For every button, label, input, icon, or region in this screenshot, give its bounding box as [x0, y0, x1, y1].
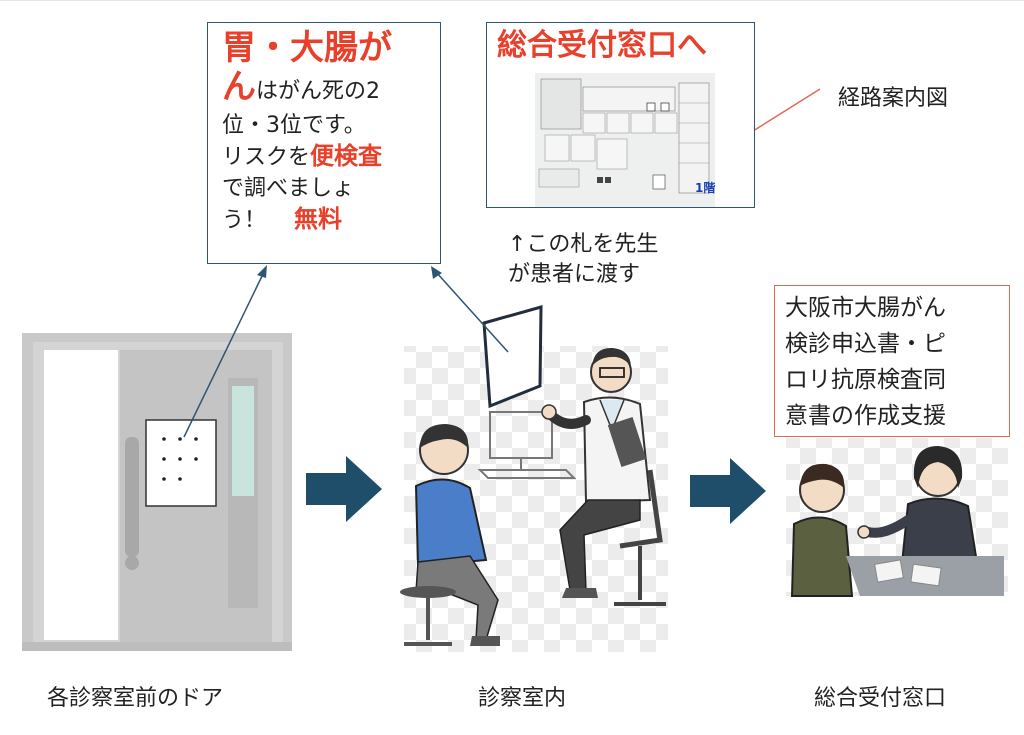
notice-text: う！: [222, 208, 267, 233]
support-line: ロリ抗原検査同: [785, 367, 946, 393]
exam-room-label: 診察室内: [478, 686, 567, 711]
notice-line: 位・3位です。: [222, 113, 366, 138]
application-support-box: 大阪市大腸がん 検診申込書・ピ ロリ抗原検査同 意書の作成支援: [774, 285, 1010, 437]
notice-text: リスクを: [222, 145, 311, 170]
handover-card: [482, 305, 543, 409]
notice-line: う！ 無料: [222, 204, 440, 236]
route-guide-card: 総合受付窓口へ 1階: [486, 22, 755, 208]
support-line: 意書の作成支援: [785, 403, 946, 429]
handover-caption-line: ↑この札を先生: [508, 232, 659, 257]
notice-line: で調べましょ: [222, 176, 355, 201]
notice-line: んはがん死の2: [222, 69, 440, 110]
route-title: 総合受付窓口へ: [497, 28, 707, 63]
notice-heading: 胃・大腸が: [222, 28, 392, 68]
notice-text: はがん死の2: [256, 79, 380, 104]
support-line: 検診申込書・ピ: [785, 331, 946, 357]
door-illustration: [22, 333, 292, 651]
reception-illustration: [786, 438, 1008, 597]
connector-arrowhead: [257, 265, 267, 278]
connector-line: [435, 271, 509, 353]
connector-arrowhead: [431, 266, 442, 279]
flow-arrow-right: [690, 458, 766, 524]
notice-line: リスクを便検査: [222, 141, 440, 173]
door-label: 各診察室前のドア: [47, 686, 224, 711]
free-label: 無料: [294, 205, 342, 233]
notice-emphasis: 便検査: [310, 142, 383, 170]
route-map-caption: 経路案内図: [838, 86, 949, 111]
connector-line: [183, 271, 265, 438]
notice-heading-end: ん: [222, 67, 256, 107]
floor-label: 1階: [695, 181, 716, 195]
reception-desk-label: 総合受付窓口: [814, 686, 947, 711]
handover-caption: ↑この札を先生 が患者に渡す: [508, 230, 658, 290]
handover-caption-line: が患者に渡す: [508, 262, 641, 287]
floor-map: [535, 73, 715, 207]
cancer-screening-notice: 胃・大腸が んはがん死の2 位・3位です。 リスクを便検査 で調べましょ う！ …: [207, 22, 441, 264]
top-divider: [0, 0, 1024, 1]
door-notice-card: [145, 419, 217, 507]
flow-arrow-right: [306, 456, 382, 522]
exam-room-illustration: [400, 346, 668, 652]
support-line: 大阪市大腸がん: [785, 295, 946, 321]
